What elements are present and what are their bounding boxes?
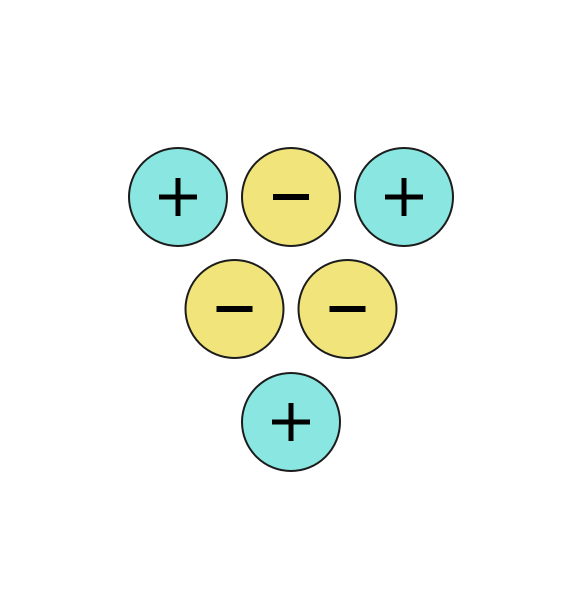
minus-sign-icon: [216, 306, 253, 312]
negative-tile: [241, 147, 341, 247]
plus-sign-icon: [159, 178, 197, 216]
minus-sign-icon: [329, 306, 366, 312]
positive-tile: [241, 372, 341, 472]
minus-sign-icon: [273, 194, 309, 200]
plus-sign-icon: [385, 178, 423, 216]
positive-tile: [128, 147, 228, 247]
plus-sign-icon: [272, 403, 310, 441]
tile-group: [128, 147, 454, 472]
positive-tile: [354, 147, 454, 247]
negative-tile: [297, 259, 398, 359]
negative-tile: [184, 259, 285, 359]
